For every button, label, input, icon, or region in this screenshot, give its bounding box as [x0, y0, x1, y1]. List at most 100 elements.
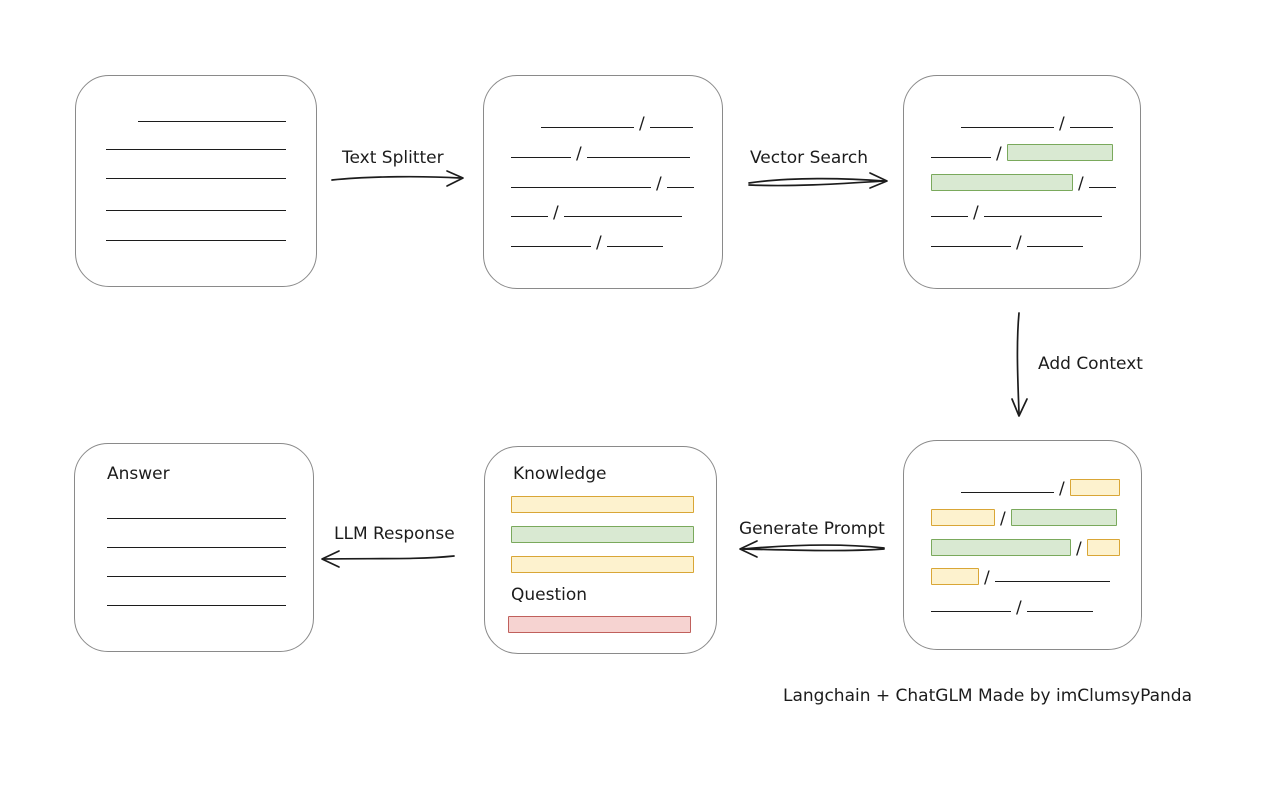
text-line — [1088, 187, 1116, 188]
text-line — [961, 127, 1054, 128]
text-line — [107, 605, 286, 606]
text-line — [107, 576, 286, 577]
segment-row: / — [511, 136, 690, 164]
credit-text: Langchain + ChatGLM Made by imClumsyPand… — [783, 686, 1192, 706]
slash-separator: / — [639, 114, 645, 134]
text-line — [106, 149, 286, 150]
generate-prompt-label: Generate Prompt — [739, 519, 885, 539]
segment-row — [106, 189, 286, 211]
segment-row: / — [541, 106, 693, 134]
segment-row: / — [931, 531, 1120, 559]
add-context-label: Add Context — [1038, 354, 1143, 374]
add-context-arrow — [1011, 312, 1028, 417]
text-line — [1069, 127, 1113, 128]
text-line — [931, 246, 1011, 247]
text-line — [541, 127, 634, 128]
slash-separator: / — [596, 233, 602, 253]
knowledge-label: Knowledge — [513, 464, 607, 484]
segment-row — [106, 219, 286, 241]
text-line — [931, 157, 991, 158]
slash-separator: / — [1016, 598, 1022, 618]
segment-row: / — [931, 195, 1102, 223]
prompt-box: Knowledge Question — [484, 446, 717, 654]
text-line — [983, 216, 1102, 217]
text-line — [563, 216, 682, 217]
slash-separator: / — [1059, 479, 1065, 499]
text-splitter-arrow — [331, 170, 464, 187]
segment-row — [107, 497, 286, 519]
slash-separator: / — [996, 144, 1002, 164]
segment-row — [138, 100, 286, 122]
slash-separator: / — [1078, 174, 1084, 194]
llm-response-label: LLM Response — [334, 524, 455, 544]
slash-separator: / — [973, 203, 979, 223]
yellow-highlight-chunk — [511, 556, 694, 573]
text-line — [1026, 246, 1083, 247]
slash-separator: / — [1000, 509, 1006, 529]
slash-separator: / — [1059, 114, 1065, 134]
text-line — [106, 178, 286, 179]
slash-separator: / — [576, 144, 582, 164]
segment-row — [107, 584, 286, 606]
yellow-highlight-chunk — [931, 568, 979, 585]
segment-row: / — [931, 501, 1117, 529]
text-line — [606, 246, 663, 247]
yellow-highlight-chunk — [931, 509, 995, 526]
generate-prompt-arrow — [739, 540, 885, 558]
matched-chunks-box: ///// — [903, 75, 1141, 289]
segment-row — [511, 488, 694, 513]
segment-row — [106, 157, 286, 179]
slash-separator: / — [656, 174, 662, 194]
text-line — [511, 216, 548, 217]
yellow-highlight-chunk — [511, 496, 694, 513]
vector-search-label: Vector Search — [750, 148, 868, 168]
segment-row — [107, 555, 286, 577]
text-line — [138, 121, 286, 122]
segment-row: / — [511, 166, 694, 194]
segment-row — [107, 526, 286, 548]
text-line — [649, 127, 693, 128]
segment-row: / — [931, 136, 1113, 164]
segment-row: / — [511, 225, 663, 253]
slash-separator: / — [553, 203, 559, 223]
green-highlight-chunk — [1010, 509, 1117, 526]
segment-row: / — [931, 590, 1093, 618]
answer-box: Answer — [74, 443, 314, 652]
text-line — [931, 611, 1011, 612]
slash-separator: / — [984, 568, 990, 588]
green-highlight-chunk — [931, 174, 1073, 191]
context-chunks-box: / / / / / — [903, 440, 1142, 650]
text-line — [1026, 611, 1093, 612]
text-line — [666, 187, 694, 188]
segment-row — [511, 548, 694, 573]
text-line — [511, 157, 571, 158]
text-line — [994, 581, 1110, 582]
text-line — [586, 157, 690, 158]
yellow-highlight-chunk — [1069, 479, 1120, 496]
text-line — [961, 492, 1054, 493]
segment-row: / — [961, 106, 1113, 134]
yellow-highlight-chunk — [1086, 539, 1120, 556]
text-splitter-label: Text Splitter — [342, 148, 444, 168]
slash-separator: / — [1076, 539, 1082, 559]
text-line — [107, 518, 286, 519]
green-highlight-chunk — [1006, 144, 1113, 161]
question-label: Question — [511, 585, 588, 605]
answer-label: Answer — [107, 464, 170, 484]
text-line — [931, 216, 968, 217]
segment-row: / — [961, 471, 1120, 499]
green-highlight-chunk — [931, 539, 1071, 556]
text-line — [107, 547, 286, 548]
text-line — [106, 240, 286, 241]
segment-row: / — [931, 225, 1083, 252]
segment-row: / — [931, 560, 1110, 588]
split-chunks-box: / / / / / — [483, 75, 723, 289]
segment-row: / — [931, 166, 1116, 194]
llm-response-arrow — [321, 550, 455, 568]
text-line — [106, 210, 286, 211]
segment-row — [106, 128, 286, 150]
green-highlight-chunk — [511, 526, 694, 543]
red-highlight-chunk — [508, 616, 691, 633]
segment-row: / — [511, 195, 682, 223]
